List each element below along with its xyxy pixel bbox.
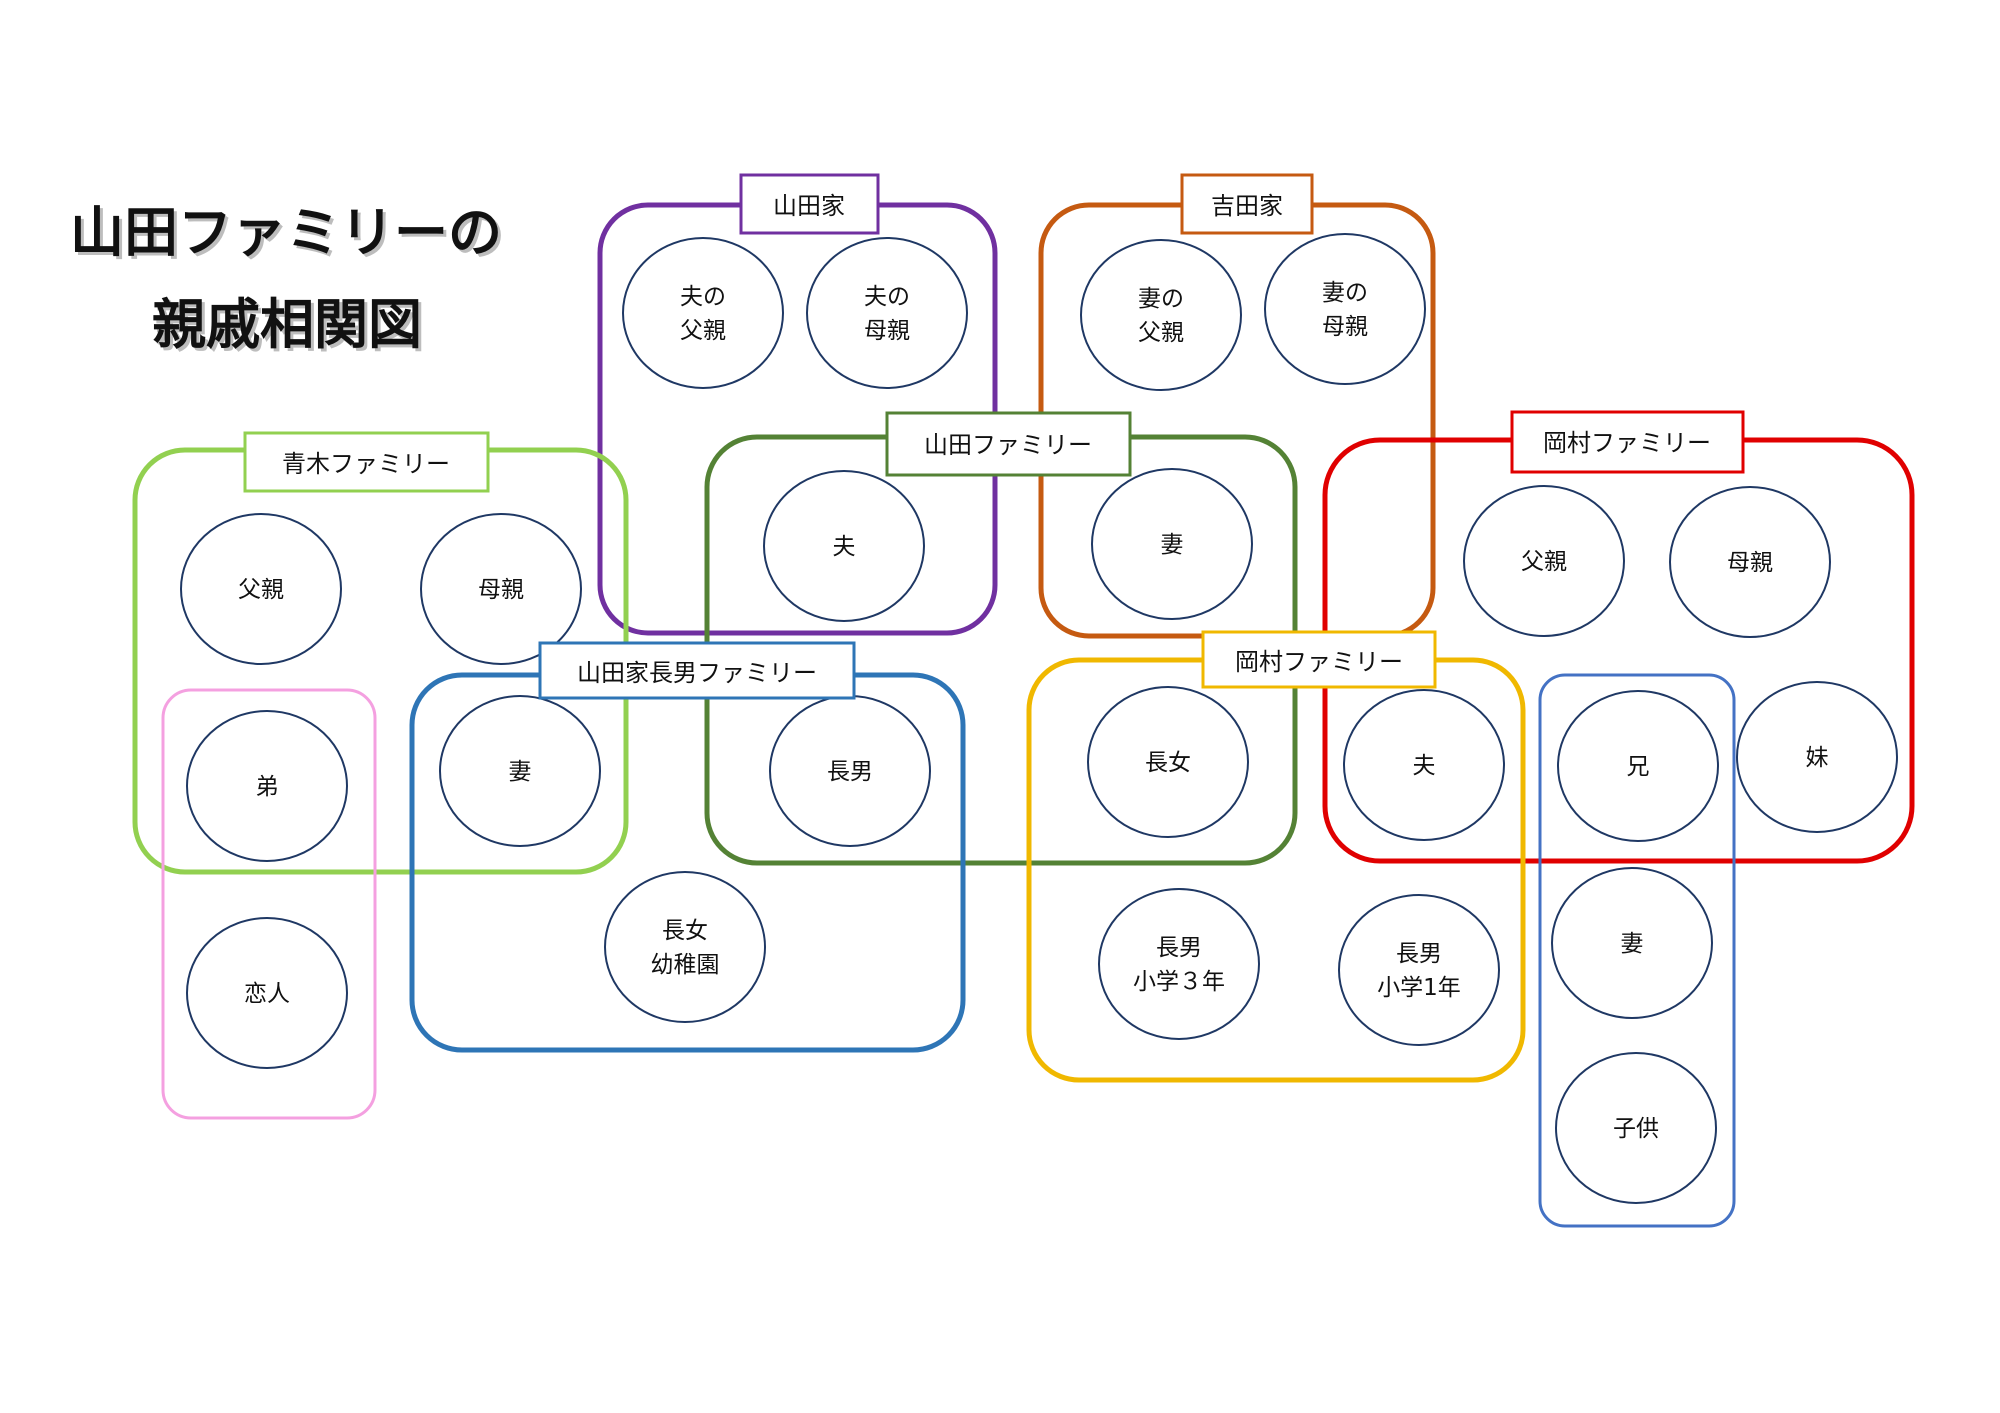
svg-text:山田ファミリーの: 山田ファミリーの <box>73 204 505 267</box>
person-circle <box>1343 689 1505 841</box>
person-circle <box>1551 867 1713 1019</box>
person-node-wife: 妻 <box>1091 468 1253 620</box>
group-label-okamura-family-top: 岡村ファミリー <box>1510 410 1745 474</box>
person-label: 子供 <box>1613 1116 1659 1142</box>
group-label-okamura-family-bottom: 岡村ファミリー <box>1201 630 1437 689</box>
svg-text:山田ファミリー: 山田ファミリー <box>924 431 1092 459</box>
person-circle <box>439 695 601 847</box>
person-node-older-brother: 兄 <box>1557 690 1719 842</box>
person-circle <box>622 237 784 389</box>
person-label: 妹 <box>1806 745 1829 771</box>
person-circle <box>186 710 348 862</box>
person-node-okamura-father: 父親 <box>1463 485 1625 637</box>
person-nodes: 夫の父親夫の母親妻の父親妻の母親夫妻父親母親弟恋人妻長男長女幼稚園長女夫長男小学… <box>180 233 1898 1204</box>
svg-text:岡村ファミリー: 岡村ファミリー <box>1235 648 1403 676</box>
person-circle <box>1087 686 1249 838</box>
person-label: 幼稚園 <box>651 952 720 978</box>
group-frame-lovers <box>161 688 377 1120</box>
person-node-younger-brother: 弟 <box>186 710 348 862</box>
person-label: 母親 <box>478 577 524 603</box>
person-label: 妻の <box>1138 286 1184 312</box>
person-circle <box>1463 485 1625 637</box>
svg-text:青木ファミリー: 青木ファミリー <box>282 450 450 478</box>
group-label-yoshida-ke: 吉田家 <box>1180 173 1314 235</box>
person-label: 母親 <box>864 318 910 344</box>
person-circle <box>1338 894 1500 1046</box>
person-label: 夫の <box>680 284 726 310</box>
person-circle <box>1091 468 1253 620</box>
person-label: 妻 <box>509 759 532 785</box>
person-circle <box>1557 690 1719 842</box>
person-label: 長男 <box>1396 941 1442 967</box>
person-circle <box>1098 888 1260 1040</box>
person-node-lover: 恋人 <box>186 917 348 1069</box>
person-label: 夫 <box>1413 753 1436 779</box>
person-circle <box>1080 239 1242 391</box>
person-node-eldest-son: 長男 <box>769 695 931 847</box>
person-node-child: 子供 <box>1555 1052 1717 1204</box>
person-circle <box>180 513 342 665</box>
person-node-okamura-mother: 母親 <box>1669 486 1831 638</box>
person-node-aoki-mother: 母親 <box>420 513 582 665</box>
person-label: 夫 <box>833 534 856 560</box>
person-label: 長女 <box>1145 750 1191 776</box>
person-label: 弟 <box>256 774 279 800</box>
person-label: 長男 <box>827 759 873 785</box>
person-label: 母親 <box>1727 550 1773 576</box>
svg-text:山田家長男ファミリー: 山田家長男ファミリー <box>577 659 817 687</box>
person-circle <box>420 513 582 665</box>
person-label: 小学３年 <box>1133 969 1225 995</box>
person-node-aoki-father: 父親 <box>180 513 342 665</box>
person-label: 妻 <box>1621 931 1644 957</box>
group-frame-siblings <box>1538 673 1736 1228</box>
person-label: 父親 <box>1521 549 1567 575</box>
group-label-yamada-family: 山田ファミリー <box>885 411 1132 477</box>
person-node-younger-sister: 妹 <box>1736 681 1898 833</box>
person-node-older-brother-wife: 妻 <box>1551 867 1713 1019</box>
person-node-okamura-eldest-daughter: 長女 <box>1087 686 1249 838</box>
person-circle <box>1555 1052 1717 1204</box>
person-label: 長女 <box>662 918 708 944</box>
group-label-yamada-chounan-family: 山田家長男ファミリー <box>538 641 856 700</box>
person-circle <box>186 917 348 1069</box>
person-circle <box>763 470 925 622</box>
person-label: 小学1年 <box>1377 975 1461 1001</box>
person-label: 恋人 <box>244 981 290 1007</box>
title-line-2: 親戚相関図 <box>152 293 422 356</box>
group-label-yamada-ke: 山田家 <box>739 173 880 235</box>
person-label: 父親 <box>680 318 726 344</box>
person-label: 母親 <box>1322 314 1368 340</box>
person-label: 父親 <box>1138 320 1184 346</box>
person-node-okamura-husband: 夫 <box>1343 689 1505 841</box>
person-circle <box>604 871 766 1023</box>
svg-text:山田家: 山田家 <box>773 192 845 220</box>
person-label: 長男 <box>1156 935 1202 961</box>
person-label: 兄 <box>1627 754 1650 780</box>
person-label: 妻の <box>1322 280 1368 306</box>
person-label: 夫の <box>864 284 910 310</box>
person-label: 妻 <box>1161 532 1184 558</box>
svg-text:親戚相関図: 親戚相関図 <box>155 296 425 359</box>
title-line-1: 山田ファミリーの <box>70 201 502 264</box>
group-labels: 山田家 吉田家 青木ファミリー 山田ファミリー 岡村ファミリー 山田家長男ファミ… <box>243 173 1745 700</box>
person-circle <box>1669 486 1831 638</box>
person-label: 父親 <box>238 577 284 603</box>
group-label-aoki-family: 青木ファミリー <box>243 431 490 493</box>
person-circle <box>806 237 968 389</box>
person-node-chounan-wife: 妻 <box>439 695 601 847</box>
person-circle <box>1264 233 1426 385</box>
person-circle <box>1736 681 1898 833</box>
svg-text:吉田家: 吉田家 <box>1211 192 1283 220</box>
svg-text:岡村ファミリー: 岡村ファミリー <box>1543 429 1711 457</box>
person-node-husband: 夫 <box>763 470 925 622</box>
page-title: 山田ファミリーの 山田ファミリーの 親戚相関図 親戚相関図 <box>70 201 505 359</box>
